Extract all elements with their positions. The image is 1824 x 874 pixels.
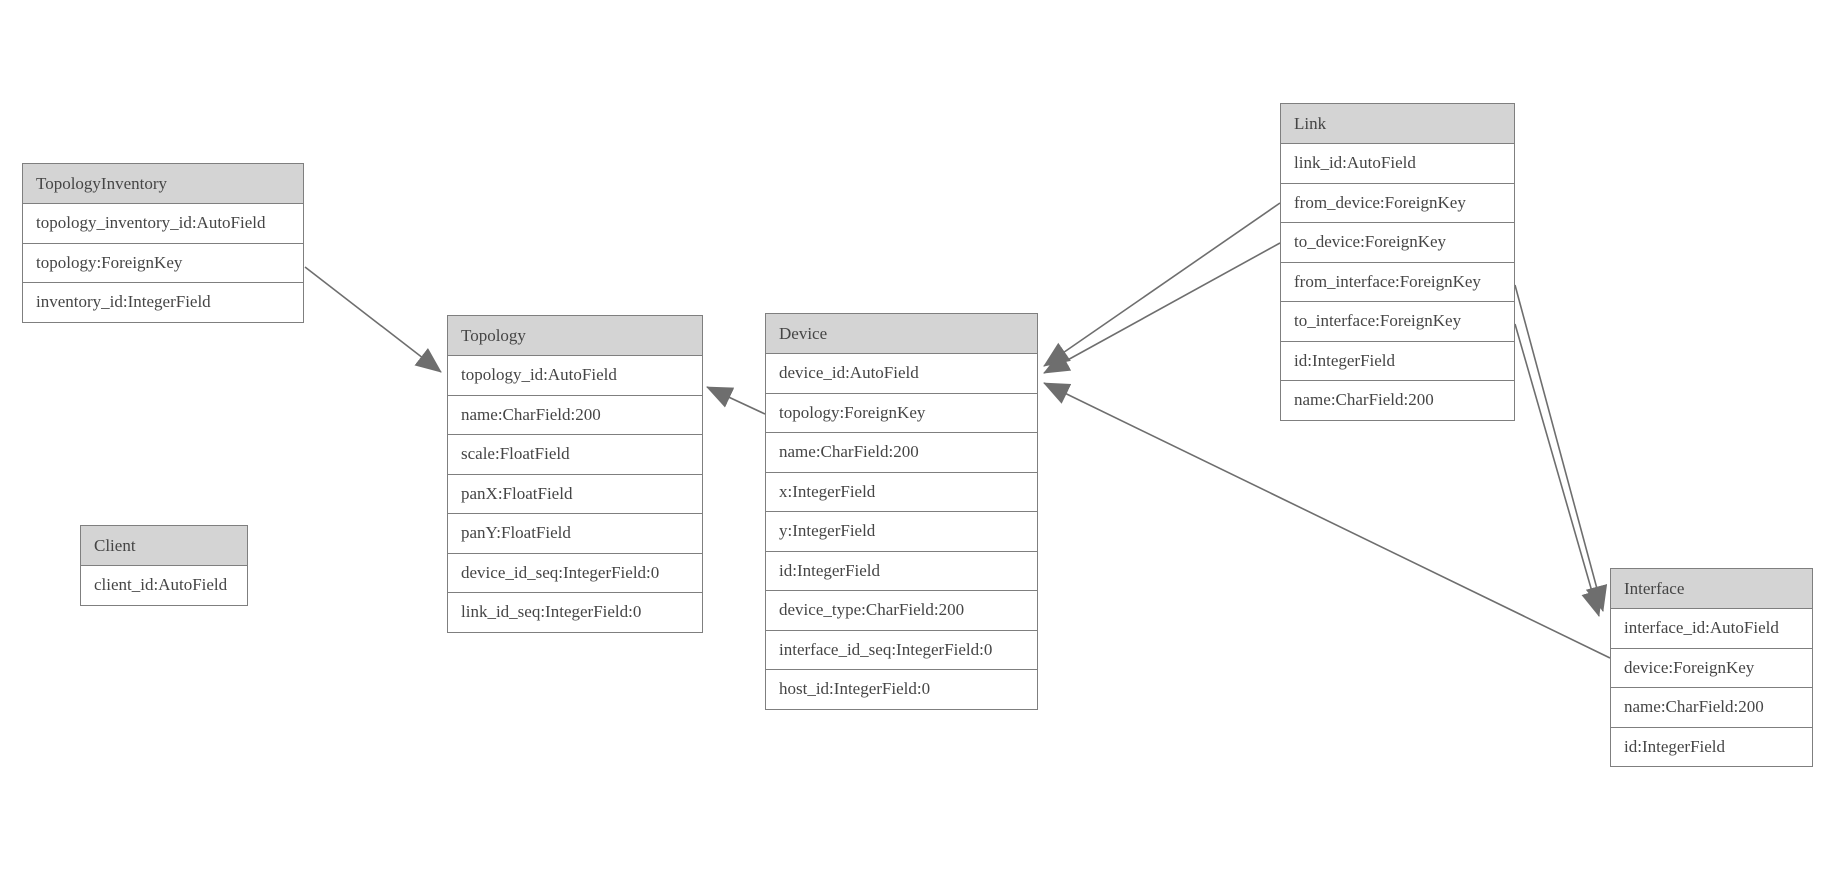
edge-link-to_interface-interface <box>1514 323 1603 617</box>
entity-field-row: from_interface:ForeignKey <box>1281 263 1514 302</box>
entity-field-row: interface_id_seq:IntegerField:0 <box>766 631 1037 670</box>
entity-field-row: link_id_seq:IntegerField:0 <box>461 602 642 621</box>
entity-field-row: topology_id:AutoField <box>448 356 702 396</box>
entity-field-row: device_id:AutoField <box>766 354 1037 394</box>
entity-field-row: name:CharField:200 <box>1294 390 1434 409</box>
entity-field-row: inventory_id:IntegerField <box>36 292 211 311</box>
entity-field-row: from_device:ForeignKey <box>1281 184 1514 223</box>
entity-field-row: topology:ForeignKey <box>23 244 303 283</box>
entity-field-row: id:IntegerField <box>1281 342 1514 381</box>
entity-field-row: name:CharField:200 <box>448 396 702 435</box>
edge-link-to_device-device <box>1043 242 1281 374</box>
entity-title-topology: Topology <box>448 316 702 356</box>
entity-field-row: link_id:AutoField <box>1281 144 1514 184</box>
entity-field-row: device_id_seq:IntegerField:0 <box>448 554 702 593</box>
entity-title-link: Link <box>1281 104 1514 144</box>
entity-field-row: host_id:IntegerField:0 <box>779 679 931 698</box>
entity-field-row: to_device:ForeignKey <box>1281 223 1514 263</box>
entity-field-row: name:CharField:200 <box>766 433 1037 473</box>
entity-field-row: y:IntegerField <box>766 512 1037 552</box>
entity-field-row: panX:FloatField <box>448 475 702 514</box>
entity-field-row: interface_id:AutoField <box>1611 609 1812 649</box>
edge-topologyinventory-topology <box>304 266 442 373</box>
entity-client[interactable]: Client client_id:AutoField <box>80 525 248 606</box>
entity-title-interface: Interface <box>1611 569 1812 609</box>
entity-field-row: device_type:CharField:200 <box>766 591 1037 631</box>
edge-device-topology <box>706 386 766 415</box>
entity-title-client: Client <box>81 526 247 566</box>
entity-field-row: id:IntegerField <box>1624 736 1726 756</box>
entity-field-row: topology:ForeignKey <box>766 394 1037 433</box>
edge-link-from_interface-interface <box>1514 284 1608 612</box>
entity-field-row: name:CharField:200 <box>1611 688 1812 728</box>
entity-title-topologyinventory: TopologyInventory <box>23 164 303 204</box>
entity-field-row: device:ForeignKey <box>1611 649 1812 688</box>
edge-interface-device <box>1043 382 1611 659</box>
entity-field-row: to_interface:ForeignKey <box>1281 302 1514 342</box>
entity-field-row: topology_inventory_id:AutoField <box>23 204 303 244</box>
entity-field-row: id:IntegerField <box>766 552 1037 591</box>
entity-title-device: Device <box>766 314 1037 354</box>
entity-field-row: scale:FloatField <box>448 435 702 475</box>
entity-field-row: x:IntegerField <box>766 473 1037 512</box>
entity-field-row: client_id:AutoField <box>94 575 228 594</box>
entity-field-row: panY:FloatField <box>448 514 702 554</box>
edge-link-from_device-device <box>1043 202 1281 367</box>
